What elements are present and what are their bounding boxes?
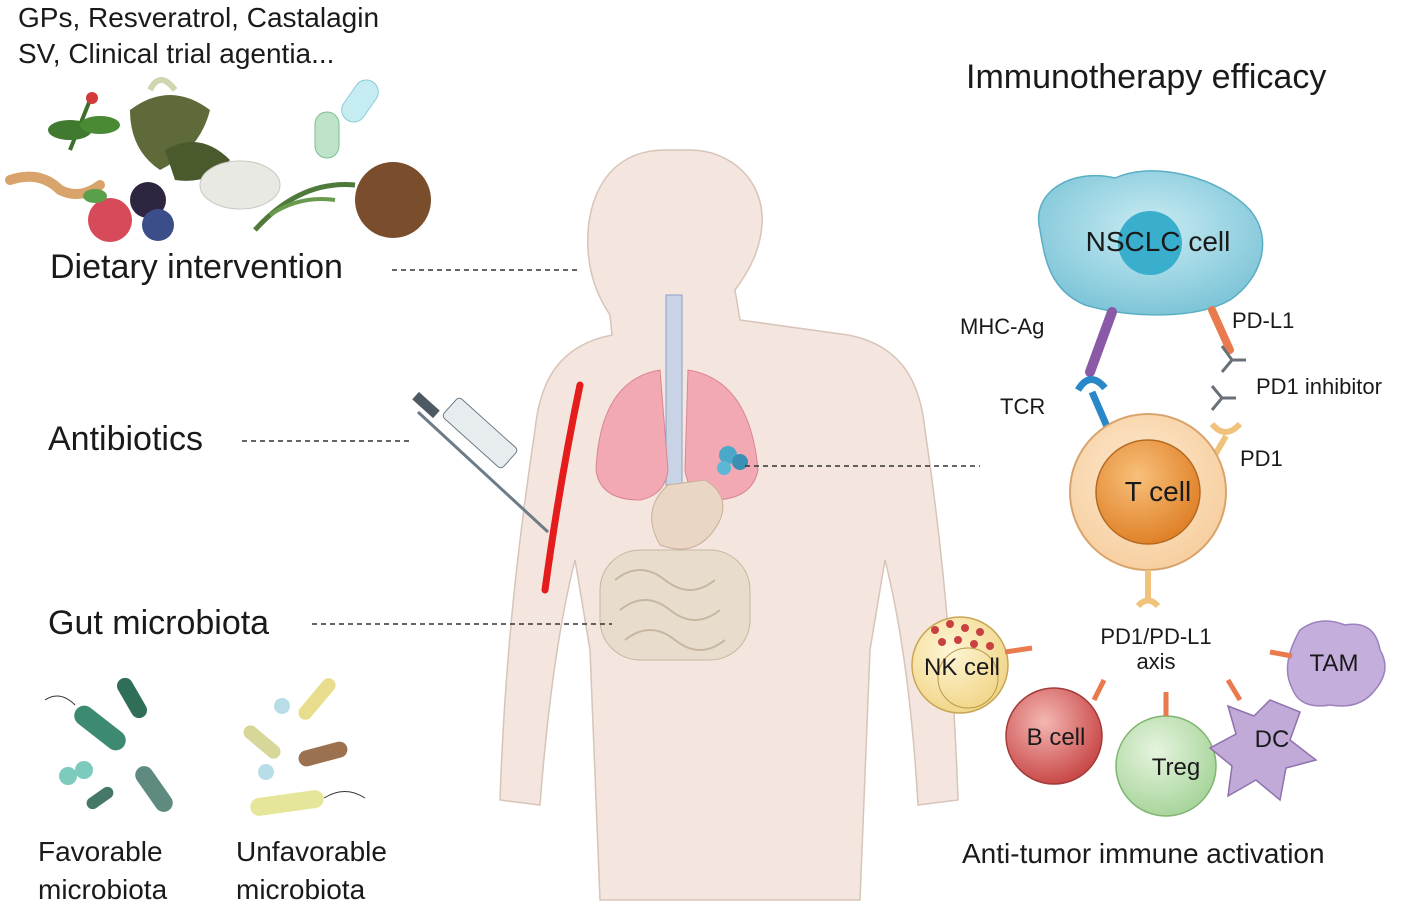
dc-cell bbox=[1208, 678, 1318, 802]
nsclc-cell bbox=[1037, 170, 1264, 316]
nsclc-cell-label: NSCLC cell bbox=[1085, 226, 1231, 257]
stomach bbox=[651, 479, 724, 550]
antibody-icon bbox=[1210, 345, 1246, 411]
pd1-pdl1-axis-label-1: PD1/PD-L1 bbox=[1100, 624, 1212, 649]
pd-l1-label: PD-L1 bbox=[1232, 308, 1295, 333]
favorable-label-1: Favorable bbox=[38, 836, 163, 867]
pd1-receptor bbox=[1209, 421, 1243, 457]
nk-cell bbox=[911, 616, 1033, 714]
pdl1-receptor bbox=[1208, 306, 1234, 354]
mhc-receptor bbox=[1085, 307, 1117, 377]
t-cell bbox=[1069, 413, 1227, 609]
unfavorable-microbiota-illustration bbox=[243, 678, 366, 816]
pd1-label: PD1 bbox=[1240, 446, 1283, 471]
unfavorable-label-1: Unfavorable bbox=[236, 836, 387, 867]
treg-cell bbox=[1115, 692, 1217, 817]
anti-tumor-activation-label: Anti-tumor immune activation bbox=[962, 838, 1325, 869]
nk-cell-label: NK cell bbox=[923, 654, 1001, 681]
berries-icon bbox=[83, 182, 174, 242]
favorable-microbiota-illustration bbox=[44, 677, 173, 812]
tumor-icon bbox=[717, 446, 748, 475]
dietary-intervention-label: Dietary intervention bbox=[50, 248, 343, 286]
syringe-icon bbox=[412, 391, 550, 534]
b-cell-label: B cell bbox=[1026, 724, 1086, 751]
tam-cell bbox=[1269, 620, 1386, 707]
pd1-pdl1-axis-label-2: axis bbox=[1136, 649, 1176, 674]
left-lung bbox=[595, 369, 669, 501]
rosemary-icon bbox=[253, 182, 356, 232]
antibiotics-label: Antibiotics bbox=[48, 420, 203, 458]
antibiotic-indicator-line bbox=[541, 381, 584, 594]
capsule-icon bbox=[314, 79, 379, 159]
treg-label: Treg bbox=[1151, 754, 1201, 781]
favorable-label-2: microbiota bbox=[38, 874, 168, 905]
tam-label: TAM bbox=[1309, 650, 1359, 677]
intestines bbox=[599, 549, 751, 661]
diet-agents-line-2: SV, Clinical trial agentia... bbox=[18, 38, 335, 69]
ginseng-icon bbox=[5, 92, 120, 199]
immunotherapy-efficacy-title: Immunotherapy efficacy bbox=[966, 58, 1327, 96]
dietary-items-illustration bbox=[5, 77, 431, 242]
brown-powder-icon bbox=[355, 162, 431, 238]
unfavorable-label-2: microbiota bbox=[236, 874, 366, 905]
dc-label: DC bbox=[1254, 726, 1290, 753]
tcr-label: TCR bbox=[1000, 394, 1046, 419]
powder-icon bbox=[199, 160, 281, 210]
gut-microbiota-label: Gut microbiota bbox=[48, 604, 270, 642]
t-cell-label: T cell bbox=[1124, 476, 1192, 507]
mhc-ag-label: MHC-Ag bbox=[960, 314, 1045, 339]
diet-agents-line-1: GPs, Resveratrol, Castalagin bbox=[18, 2, 380, 33]
pd1-inhibitor-label: PD1 inhibitor bbox=[1256, 374, 1382, 399]
b-cell bbox=[1005, 678, 1107, 785]
connector-lines bbox=[242, 269, 980, 625]
human-body-illustration bbox=[499, 149, 959, 901]
